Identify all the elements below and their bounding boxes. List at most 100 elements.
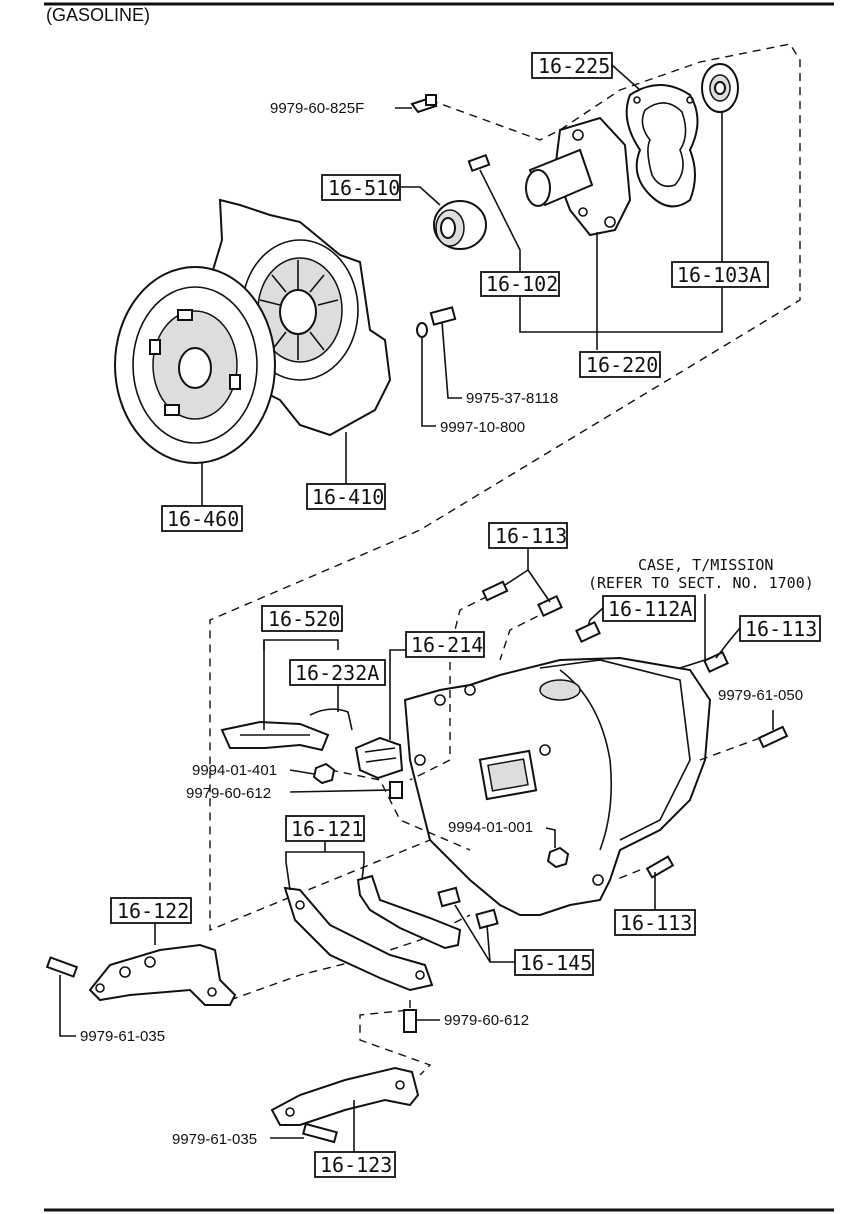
bolt-16-112a [575, 621, 601, 643]
release-fork [220, 720, 330, 752]
leader-10-800 [421, 338, 436, 427]
bracket-16-121 [285, 851, 365, 862]
bracket-16-122 [88, 943, 237, 1006]
callout-16-102: 16-102 [480, 271, 560, 297]
lower-dash-5 [329, 769, 471, 851]
leader-16-510 [400, 186, 441, 206]
svg-text:16-410: 16-410 [312, 485, 384, 509]
leader-16-121-a [285, 861, 291, 891]
label-9994-01-401: 9994-01-401 [192, 762, 277, 779]
bolt-9979-61-050 [757, 725, 789, 749]
label-9975-37-8118: 9975-37-8118 [466, 390, 558, 407]
svg-text:16-214: 16-214 [411, 633, 483, 657]
leader-8118 [441, 321, 462, 399]
svg-text:16-121: 16-121 [291, 817, 363, 841]
leader-16-113-top-b [527, 569, 551, 603]
callout-16-121: 16-121 [285, 815, 365, 842]
retaining-spring [309, 708, 353, 731]
upper-group-boundary [209, 43, 801, 932]
svg-text:16-220: 16-220 [586, 353, 658, 377]
leader-001 [545, 827, 556, 848]
leader-612-a [289, 789, 391, 793]
label-9979-61-035-b: 9979-61-035 [172, 1131, 257, 1148]
bolt-16-113-a [481, 580, 509, 602]
callout-16-225: 16-225 [531, 52, 613, 79]
bracket-16-121 [283, 874, 462, 992]
svg-text:16-113: 16-113 [620, 911, 692, 935]
svg-text:16-232A: 16-232A [295, 661, 379, 685]
callout-16-460: 16-460 [161, 505, 243, 532]
svg-text:16-122: 16-122 [117, 899, 189, 923]
callout-16-113-bottom: 16-113 [614, 909, 696, 936]
bracket-16-220 [519, 288, 723, 333]
callout-16-112a: 16-112A [602, 595, 696, 622]
label-9979-61-035-a: 9979-61-035 [80, 1028, 165, 1045]
bolt-16-113-b [537, 595, 563, 617]
clip-16-145-b [475, 908, 499, 930]
label-9979-60-825f: 9979-60-825F [270, 100, 364, 117]
leader-16-113-top [504, 548, 529, 586]
leader-16-225 [611, 64, 641, 91]
bolt-9979-60-612-b [403, 1009, 417, 1033]
leader-16-102 [479, 169, 521, 272]
lower-dash-4 [614, 869, 641, 881]
lower-dash-7 [359, 1000, 432, 1076]
callout-16-123: 16-123 [314, 1151, 396, 1178]
svg-text:16-102: 16-102 [486, 272, 558, 296]
case-note-line1: CASE, T/MISSION [638, 556, 773, 574]
leader-16-145-b [486, 924, 491, 963]
svg-text:16-103A: 16-103A [677, 263, 761, 287]
leader-16-113-right [715, 627, 741, 659]
case-note-line2: (REFER TO SECT. NO. 1700) [588, 574, 814, 592]
leader-16-112a [587, 607, 604, 627]
clutch-cover [208, 198, 392, 437]
clutch-disc [114, 266, 276, 464]
lower-dash-6 [229, 914, 471, 1001]
bolt-9979-60-825f [410, 94, 438, 114]
svg-text:16-460: 16-460 [167, 507, 239, 531]
leader-16-214 [389, 649, 406, 740]
callout-16-145: 16-145 [514, 949, 594, 976]
svg-text:16-145: 16-145 [520, 951, 592, 975]
variant-title: (GASOLINE) [46, 5, 150, 25]
svg-text:16-112A: 16-112A [608, 597, 692, 621]
svg-text:16-113: 16-113 [745, 617, 817, 641]
callout-16-113-top: 16-113 [488, 522, 568, 549]
clip-16-145-a [437, 886, 461, 908]
bracket-16-123 [270, 1066, 420, 1126]
release-fork-boot [354, 736, 404, 780]
release-bearing [433, 200, 487, 250]
bracket-16-520 [263, 639, 339, 650]
callout-16-510: 16-510 [321, 174, 401, 201]
svg-text:16-225: 16-225 [538, 54, 610, 78]
lower-dash-2 [499, 609, 551, 661]
label-9979-60-612-a: 9979-60-612 [186, 785, 271, 802]
release-hub-assembly [525, 116, 632, 237]
svg-text:16-123: 16-123 [320, 1153, 392, 1177]
svg-text:16-510: 16-510 [328, 176, 400, 200]
label-9997-10-800: 9997-10-800 [440, 419, 525, 436]
cover-bolt-and-washer [416, 306, 457, 338]
bolt-16-113-bottom [645, 855, 675, 879]
clutch-gasket [625, 84, 699, 208]
callout-16-113-right: 16-113 [739, 615, 821, 642]
lower-dash-3 [699, 737, 761, 761]
callout-16-220: 16-220 [579, 351, 661, 378]
callout-16-122: 16-122 [110, 897, 192, 924]
leader-16-121-b [361, 861, 365, 881]
callout-16-520: 16-520 [261, 605, 343, 632]
pilot-bearing [701, 63, 739, 113]
transmission-case [403, 656, 712, 916]
nut-9994-01-001 [546, 846, 570, 869]
svg-text:16-520: 16-520 [268, 607, 340, 631]
callout-16-232a: 16-232A [289, 659, 386, 686]
label-9994-01-001: 9994-01-001 [448, 819, 533, 836]
callout-16-410: 16-410 [306, 483, 386, 510]
callout-16-103a: 16-103A [671, 261, 769, 288]
label-9979-60-612-b: 9979-60-612 [444, 1012, 529, 1029]
callout-16-214: 16-214 [405, 631, 485, 658]
svg-text:16-113: 16-113 [495, 524, 567, 548]
leader-61-035-a [59, 975, 76, 1037]
bolt-9979-60-612-a [389, 781, 403, 799]
